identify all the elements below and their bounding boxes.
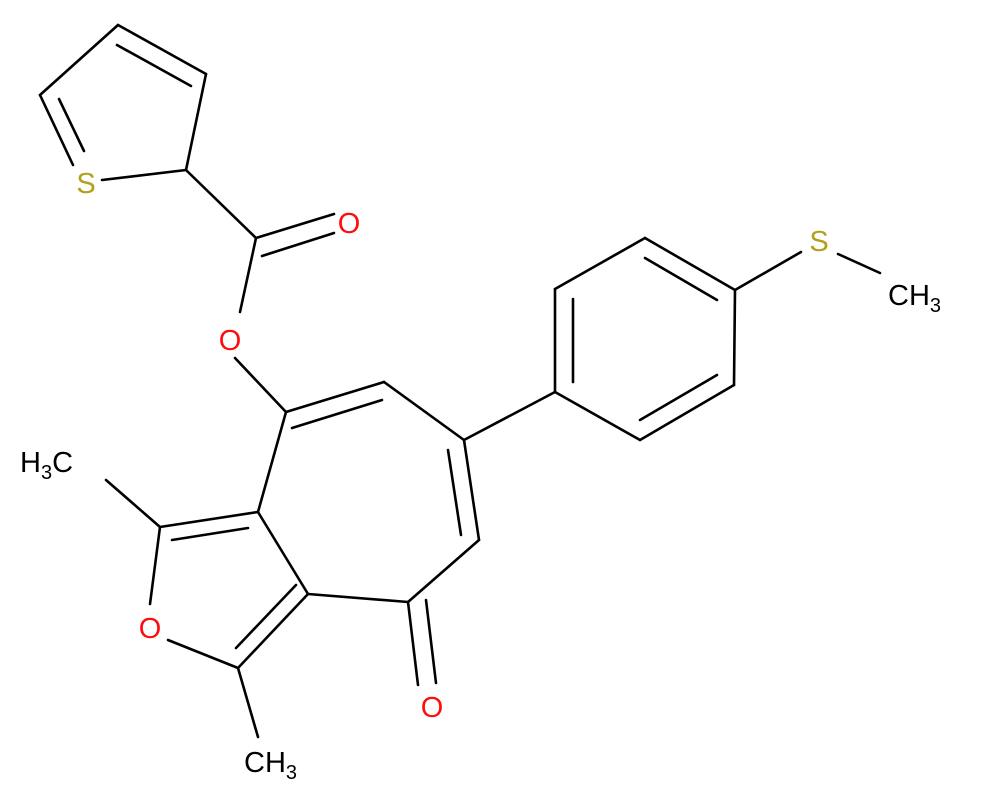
bond	[638, 373, 719, 422]
bond	[158, 510, 260, 529]
bond	[184, 72, 208, 172]
bond	[104, 478, 162, 529]
bond	[236, 592, 310, 670]
bond	[148, 525, 162, 606]
bond	[166, 638, 240, 670]
bond	[382, 380, 466, 442]
bond	[38, 23, 120, 97]
carbonyl-oxygen-label: O	[338, 208, 361, 240]
methyl-subscript: 3	[41, 462, 52, 484]
bond	[733, 250, 803, 292]
bond	[290, 398, 384, 430]
bond	[184, 168, 258, 240]
thiophene-sulfur-label: S	[76, 168, 95, 200]
bond	[57, 97, 86, 153]
methyl-label: H3C	[20, 447, 73, 484]
ketone-oxygen-label: O	[421, 692, 444, 724]
bond	[406, 538, 481, 604]
bond	[256, 510, 310, 596]
bond	[638, 383, 736, 442]
methyl-tail: C	[52, 447, 73, 479]
methyl-subscript: 3	[286, 762, 297, 784]
methyl-main: H	[20, 447, 41, 479]
bond	[836, 252, 882, 275]
furan-oxygen-label: O	[139, 613, 162, 645]
thioether-sulfur-label: S	[809, 226, 828, 258]
bond	[234, 583, 298, 650]
bond	[115, 43, 193, 88]
methyl-label: CH3	[888, 280, 941, 317]
methyl-main: CH	[244, 747, 286, 779]
bond	[462, 390, 557, 442]
bond	[236, 666, 260, 739]
bond	[116, 23, 208, 76]
bond	[233, 356, 288, 414]
bond	[256, 410, 288, 514]
bond	[306, 592, 410, 604]
bond	[406, 600, 420, 687]
bond	[462, 438, 481, 542]
bond	[238, 236, 258, 314]
methyl-subscript: 3	[930, 295, 941, 317]
atom-labels: S O O S CH3 H3C O O CH3	[20, 168, 941, 784]
bond	[284, 380, 386, 414]
bond	[553, 390, 642, 442]
bond	[446, 448, 463, 537]
bond	[424, 598, 438, 685]
bond	[254, 212, 336, 240]
bond	[260, 231, 336, 258]
methyl-main: CH	[888, 280, 930, 312]
methyl-label: CH3	[244, 747, 297, 784]
bond	[643, 236, 737, 292]
bond	[170, 526, 250, 542]
bond	[100, 168, 188, 182]
bond	[38, 93, 75, 167]
ester-oxygen-label: O	[219, 325, 242, 357]
bond	[643, 256, 719, 302]
bond	[732, 288, 737, 387]
bonds	[38, 23, 882, 739]
bond	[553, 236, 647, 291]
